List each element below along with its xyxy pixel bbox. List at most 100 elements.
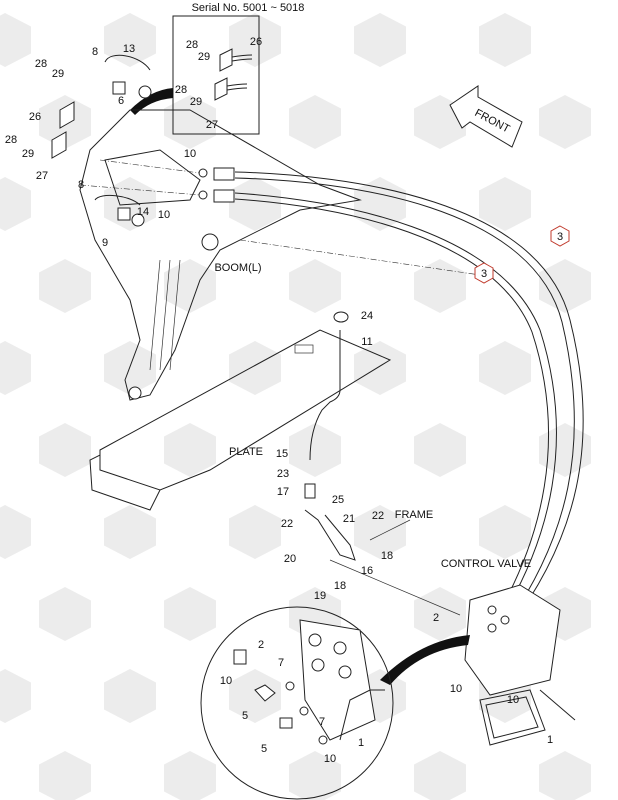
callout-valve[interactable]: 5 xyxy=(261,743,267,755)
watermark-hexagon xyxy=(354,505,406,559)
watermark-hexagon xyxy=(164,751,216,800)
callout-inset[interactable]: 28 xyxy=(175,84,187,96)
callout-boom[interactable]: 9 xyxy=(102,237,108,249)
watermark-hexagon xyxy=(0,505,31,559)
label-boom: BOOM(L) xyxy=(214,262,261,274)
callout-lever[interactable]: 22 xyxy=(372,510,384,522)
callout-boom[interactable]: 8 xyxy=(92,46,98,58)
callout-boom[interactable]: 29 xyxy=(22,148,34,160)
watermark-hexagon xyxy=(0,13,31,67)
watermark-hexagon xyxy=(354,341,406,395)
callout-valve[interactable]: 5 xyxy=(242,710,248,722)
callout-valve[interactable]: 7 xyxy=(278,657,284,669)
watermark-hexagon xyxy=(539,423,591,477)
watermark-hexagon xyxy=(39,587,91,641)
callout-boom[interactable]: 10 xyxy=(184,148,196,160)
callout-lever[interactable]: 18 xyxy=(381,550,393,562)
callout-lever[interactable]: 25 xyxy=(332,494,344,506)
watermark-hexagon xyxy=(229,341,281,395)
watermark-hexagon xyxy=(164,95,216,149)
callout-lever[interactable]: 11 xyxy=(361,336,372,348)
callout-3-upper[interactable]: 3 xyxy=(550,225,570,247)
watermark-hexagon xyxy=(354,13,406,67)
callout-boom[interactable]: 29 xyxy=(52,68,64,80)
watermark-hexagon xyxy=(414,423,466,477)
callout-inset[interactable]: 27 xyxy=(206,119,218,131)
watermark-hexagon xyxy=(414,259,466,313)
callout-lever[interactable]: 19 xyxy=(314,590,326,602)
callout-valve[interactable]: 10 xyxy=(324,753,336,765)
boom-fittings xyxy=(51,54,481,276)
watermark-hexagon xyxy=(164,587,216,641)
callout-lever[interactable]: 17 xyxy=(277,486,289,498)
callout-valve[interactable]: 1 xyxy=(358,737,364,749)
inset-fittings xyxy=(214,48,253,101)
callout-valve[interactable]: 10 xyxy=(507,694,519,706)
watermark-hexagon xyxy=(0,341,31,395)
label-frame: FRAME xyxy=(395,509,434,521)
callout-lever[interactable]: 15 xyxy=(276,448,288,460)
watermark-hexagon xyxy=(104,669,156,723)
watermark-hexagon xyxy=(289,95,341,149)
plate xyxy=(89,329,392,511)
callout-boom[interactable]: 28 xyxy=(5,134,17,146)
watermark-hexagon xyxy=(539,95,591,149)
watermark-hexagon xyxy=(39,423,91,477)
callout-lever[interactable]: 18 xyxy=(334,580,346,592)
watermark-hexagon xyxy=(39,259,91,313)
serial-inset-box xyxy=(172,15,260,135)
callout-valve[interactable]: 1 xyxy=(547,734,553,746)
watermark-hexagon xyxy=(229,177,281,231)
watermark-hexagon xyxy=(39,751,91,800)
label-control-valve: CONTROL VALVE xyxy=(441,558,531,570)
callout-valve[interactable]: 10 xyxy=(450,683,462,695)
control-valve xyxy=(380,584,576,746)
watermark-hexagon xyxy=(479,13,531,67)
callout-lever[interactable]: 16 xyxy=(361,565,373,577)
watermark-hexagon xyxy=(479,177,531,231)
callout-boom[interactable]: 14 xyxy=(137,206,149,218)
callout-boom[interactable]: 6 xyxy=(118,95,124,107)
callout-inset[interactable]: 29 xyxy=(198,51,210,63)
detail-circle xyxy=(200,606,394,800)
callout-lever[interactable]: 22 xyxy=(281,518,293,530)
watermark-hexagon xyxy=(104,505,156,559)
callout-boom[interactable]: 8 xyxy=(78,179,84,191)
callout-lever[interactable]: 21 xyxy=(343,513,355,525)
callout-boom[interactable]: 27 xyxy=(36,170,48,182)
callout-valve[interactable]: 2 xyxy=(258,639,264,651)
callout-lever[interactable]: 20 xyxy=(284,553,296,565)
watermark-pattern xyxy=(0,13,591,800)
watermark-hexagon xyxy=(164,423,216,477)
serial-note: Serial No. 5001 ~ 5018 xyxy=(192,2,305,14)
callout-3-lower[interactable]: 3 xyxy=(474,262,494,284)
callout-lever[interactable]: 24 xyxy=(361,310,373,322)
callout-boom[interactable]: 10 xyxy=(158,209,170,221)
callout-inset[interactable]: 29 xyxy=(190,96,202,108)
watermark-hexagon xyxy=(414,587,466,641)
watermark-hexagon xyxy=(479,341,531,395)
callout-valve[interactable]: 10 xyxy=(220,675,232,687)
watermark-hexagon xyxy=(229,505,281,559)
callout-valve[interactable]: 2 xyxy=(433,612,439,624)
watermark-hexagon xyxy=(164,259,216,313)
svg-text:3: 3 xyxy=(557,231,563,243)
boom-structure xyxy=(79,109,362,401)
callout-boom[interactable]: 28 xyxy=(35,58,47,70)
callout-boom[interactable]: 26 xyxy=(29,111,41,123)
callout-valve[interactable]: 7 xyxy=(319,716,325,728)
watermark-hexagon xyxy=(104,13,156,67)
watermark-hexagon xyxy=(229,669,281,723)
watermark-hexagon xyxy=(539,751,591,800)
callout-inset[interactable]: 28 xyxy=(186,39,198,51)
callout-boom[interactable]: 13 xyxy=(123,43,135,55)
watermark-hexagon xyxy=(0,177,31,231)
callout-lever[interactable]: 23 xyxy=(277,468,289,480)
watermark-hexagon xyxy=(539,259,591,313)
watermark-hexagon xyxy=(289,259,341,313)
callout-inset[interactable]: 26 xyxy=(250,36,262,48)
lever-assembly xyxy=(304,311,461,616)
